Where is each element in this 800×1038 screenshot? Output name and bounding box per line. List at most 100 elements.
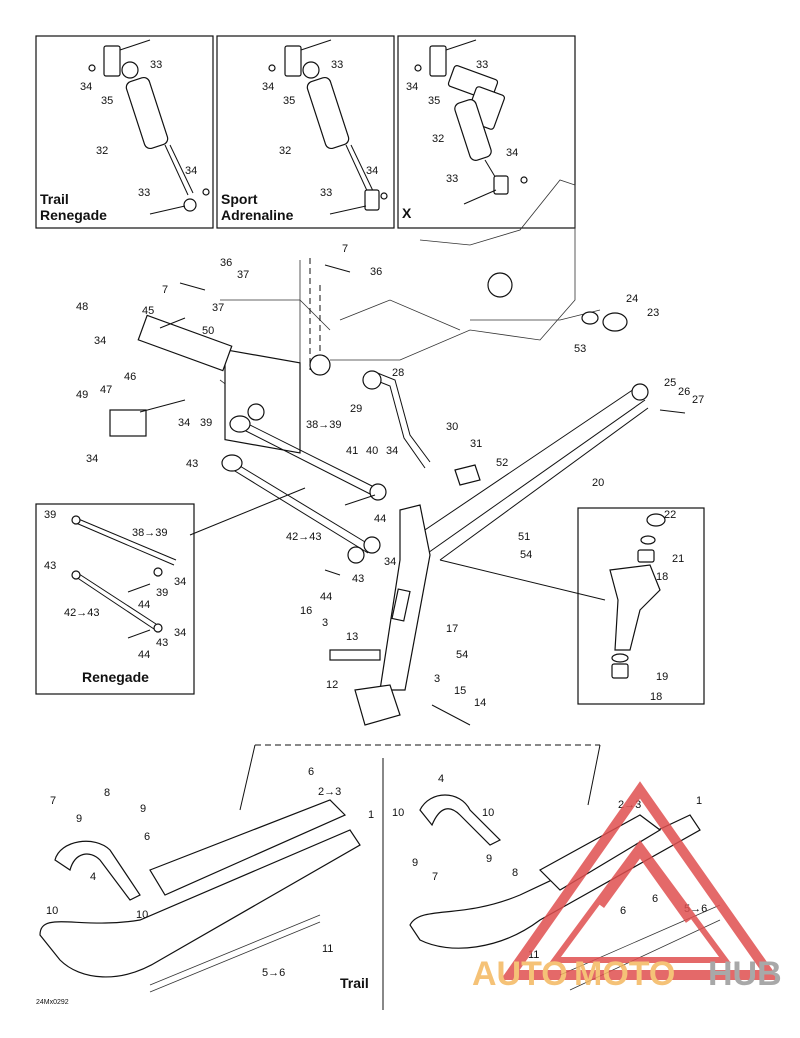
callout: 34 — [94, 335, 106, 347]
callout: 23 — [647, 307, 659, 319]
callout: 12 — [326, 679, 338, 691]
callout: 34 — [174, 627, 186, 639]
inset-title-adrenaline: Adrenaline — [221, 207, 294, 223]
callout: 33 — [446, 173, 458, 185]
callout: 39 — [156, 587, 168, 599]
callout: 53 — [574, 343, 586, 355]
callout: 6 — [652, 893, 658, 905]
callout: 42→43 — [286, 531, 321, 543]
callout: 51 — [518, 531, 530, 543]
callout: 31 — [470, 438, 482, 450]
callout: 39 — [200, 417, 212, 429]
inset-title-renegade-lower: Renegade — [82, 669, 149, 685]
callout: 34 — [185, 165, 197, 177]
ski-title-trail: Trail — [340, 975, 369, 991]
callout: 43 — [352, 573, 364, 585]
callout: 5→6 — [262, 967, 285, 979]
callout: 38→39 — [306, 419, 341, 431]
shock-absorber-x — [414, 39, 528, 205]
callout: 34 — [178, 417, 190, 429]
callout: 34 — [86, 453, 98, 465]
callout: 54 — [520, 549, 532, 561]
inset-title-x: X — [402, 205, 412, 221]
ski-left — [39, 799, 361, 993]
callout: 9 — [486, 853, 492, 865]
callout: 18 — [650, 691, 662, 703]
callout: 44 — [374, 513, 386, 525]
callout: 13 — [346, 631, 358, 643]
radius-rod-20 — [409, 384, 641, 541]
inset-box-spindle — [577, 507, 705, 705]
callout: 8 — [104, 787, 110, 799]
callout: 7 — [162, 284, 168, 296]
shock-absorber-trail — [88, 39, 210, 215]
callout: 28 — [392, 367, 404, 379]
inset-box-x — [397, 35, 576, 229]
callout: 46 — [124, 371, 136, 383]
callout: 22 — [664, 509, 676, 521]
callout: 7 — [432, 871, 438, 883]
callout: 39 — [44, 509, 56, 521]
callout: 34 — [406, 81, 418, 93]
front-bracket-48 — [137, 314, 233, 372]
shock-absorber-sport — [268, 39, 388, 215]
leader-arrow-renegade — [189, 487, 306, 536]
callout: 44 — [320, 591, 332, 603]
inset-box-sport-adrenaline — [216, 35, 395, 229]
callout: 9 — [76, 813, 82, 825]
callout: 7 — [50, 795, 56, 807]
callout: 29 — [350, 403, 362, 415]
callout: 43 — [156, 637, 168, 649]
callout: 47 — [100, 384, 112, 396]
callout: 43 — [186, 458, 198, 470]
callout: 35 — [283, 95, 295, 107]
callout: 15 — [454, 685, 466, 697]
callout: 36 — [220, 257, 232, 269]
callout: 10 — [392, 807, 404, 819]
callout: 34 — [506, 147, 518, 159]
callout: 1 — [696, 795, 702, 807]
callout: 19 — [656, 671, 668, 683]
renegade-rods — [71, 515, 177, 639]
callout: 2→3 — [318, 786, 341, 798]
callout: 6 — [308, 766, 314, 778]
callout: 21 — [672, 553, 684, 565]
callout: 35 — [101, 95, 113, 107]
callout: 11 — [322, 943, 333, 955]
callout: 33 — [150, 59, 162, 71]
callout: 4 — [90, 871, 96, 883]
callout: 30 — [446, 421, 458, 433]
callout: 38→39 — [132, 527, 167, 539]
callout: 40 — [366, 445, 378, 457]
inset-box-renegade — [35, 503, 195, 695]
callout: 16 — [300, 605, 312, 617]
rod-38-39 — [239, 419, 381, 491]
bolt-14 — [431, 704, 471, 726]
inset-title-renegade: Renegade — [40, 207, 107, 223]
watermark: AUTO MOTO HUB — [472, 781, 782, 993]
callout: 10 — [46, 905, 58, 917]
callout: 48 — [76, 301, 88, 313]
callout: 6 — [144, 831, 150, 843]
callout: 49 — [76, 389, 88, 401]
callout: 52 — [496, 457, 508, 469]
watermark-logo-triangle — [500, 781, 780, 980]
callout: 7 — [342, 243, 348, 255]
bracket-49 — [109, 409, 147, 437]
callout: 24 — [626, 293, 638, 305]
callout: 6 — [620, 905, 626, 917]
callout: 32 — [432, 133, 444, 145]
callout: 32 — [96, 145, 108, 157]
callout: 42→43 — [64, 607, 99, 619]
watermark-text-hub: HUB — [708, 955, 782, 993]
callout: 9 — [140, 803, 146, 815]
callout: 34 — [384, 556, 396, 568]
callout: 26 — [678, 386, 690, 398]
callout: 27 — [692, 394, 704, 406]
callout: 3 — [434, 673, 440, 685]
clamp-52 — [454, 464, 481, 486]
callout: 50 — [202, 325, 214, 337]
callout: 20 — [592, 477, 604, 489]
bushing-23 — [602, 312, 628, 332]
